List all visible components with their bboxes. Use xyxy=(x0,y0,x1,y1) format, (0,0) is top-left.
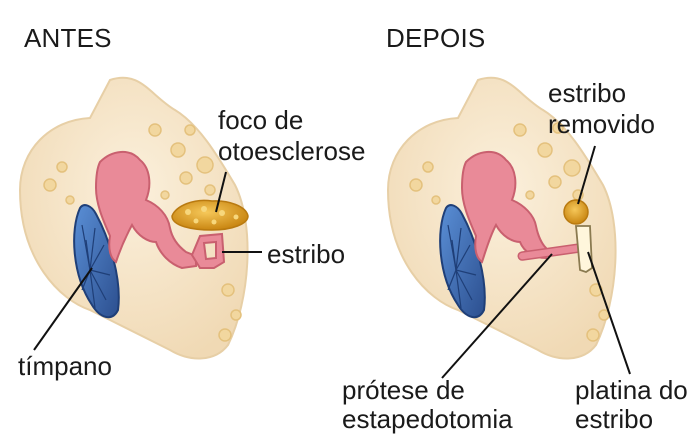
before-panel-title: ANTES xyxy=(24,24,112,53)
label-prosthesis-line2: estapedotomia xyxy=(342,405,513,434)
label-removed-line2: removido xyxy=(548,110,655,139)
label-footplate-line2: estribo xyxy=(575,405,653,434)
label-eardrum: tímpano xyxy=(18,352,112,381)
label-focus-line2: otoesclerose xyxy=(218,137,365,166)
label-prosthesis-line1: prótese de xyxy=(342,376,465,405)
label-removed-line1: estribo xyxy=(548,79,626,108)
label-focus-line1: foco de xyxy=(218,106,303,135)
label-footplate-line1: platina do xyxy=(575,376,688,405)
after-removed-stapes xyxy=(564,200,588,224)
label-stapes: estribo xyxy=(267,240,345,269)
after-panel-title: DEPOIS xyxy=(386,24,485,53)
